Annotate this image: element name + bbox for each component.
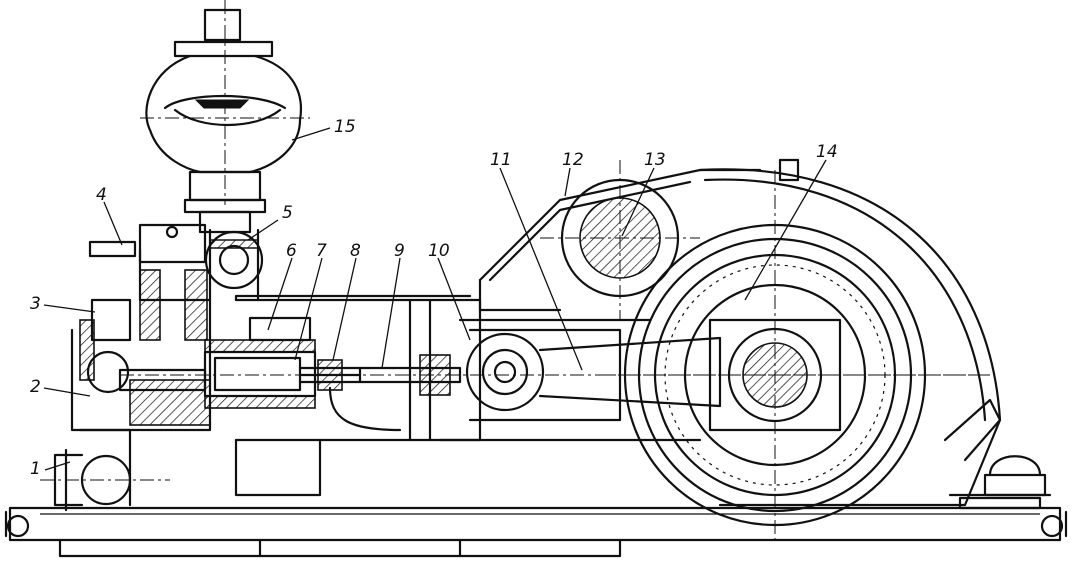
crosshead-guide	[234, 294, 482, 497]
air-chamber	[140, 0, 310, 234]
callout-3: 3	[30, 294, 41, 314]
callout-2: 2	[30, 377, 41, 397]
callout-15: 15	[334, 117, 356, 137]
base-frame	[4, 506, 1068, 558]
cylinder-liner	[120, 316, 990, 409]
callout-4: 4	[96, 185, 107, 205]
callout-14: 14	[816, 142, 838, 162]
callout-11: 11	[490, 150, 512, 170]
callout-9: 9	[394, 241, 405, 261]
callout-10: 10	[428, 241, 450, 261]
main-gear-housing	[600, 158, 1002, 540]
right-end-assembly	[948, 455, 1052, 510]
callout-13: 13	[644, 150, 666, 170]
connecting-rod	[438, 318, 722, 442]
hydraulic-end	[70, 223, 212, 432]
callout-8: 8	[350, 241, 361, 261]
discharge-tee	[204, 228, 264, 302]
callout-5: 5	[282, 203, 293, 223]
suction-manifold	[40, 428, 170, 512]
callout-1: 1	[30, 459, 41, 479]
callout-7: 7	[316, 241, 327, 261]
callout-12: 12	[562, 150, 584, 170]
callout-6: 6	[286, 241, 297, 261]
callout-labels: 1 2 3 4 5 6 7 8 9 10 11 12 13 14 15	[30, 117, 838, 479]
leader-lines	[43, 127, 827, 471]
pinion-shaft	[478, 160, 762, 320]
